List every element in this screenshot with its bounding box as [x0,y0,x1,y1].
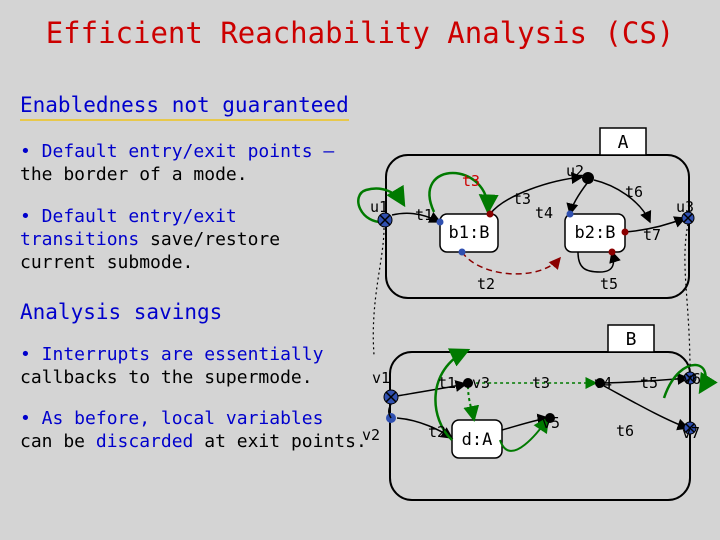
label-a-t7: t7 [643,226,661,244]
transition-b-green-arc-right [499,416,550,452]
label-a-t5: t5 [600,275,618,293]
bullet-interrupts: • Interrupts are essentially callbacks t… [20,344,324,388]
point-v6-label: v6 [683,370,701,388]
label-a-t2: t2 [477,275,495,293]
point-v7 [683,421,697,435]
bullet-local-variables: • As before, local variables can be disc… [20,408,367,452]
point-v5-label: v5 [542,414,560,432]
point-u1 [377,212,393,228]
link-u1-to-b-left [372,227,385,356]
port-b2-right [621,228,629,236]
label-a-t1: t1 [415,206,433,224]
point-u2-label: u2 [566,162,584,180]
section-heading-enabledness: Enabledness not guaranteed [20,93,349,121]
submode-b2-label: b2:B [575,223,616,243]
transition-a-t2 [461,251,561,275]
label-b-t6: t6 [616,422,634,440]
port-b2-bottom [608,248,616,256]
mode-b-label: B [626,329,637,350]
point-v4 [595,378,605,388]
label-b-t1: t1 [438,374,456,392]
point-v3 [463,378,473,388]
mode-b: B d:A v1 v2 v3 v4 v5 [362,324,718,501]
submode-d-label: d:A [462,430,493,450]
point-u2 [582,172,594,184]
point-u1-label: u1 [370,198,388,216]
label-b-t2: t2 [428,423,446,441]
label-b-t3: t3 [532,374,550,392]
transition-a-t4 [566,181,589,216]
transition-b-v3-d [463,385,480,422]
point-v1 [383,389,399,405]
transition-b-v6-loop [662,363,718,399]
label-a-t6: t6 [625,183,643,201]
transition-a-t5 [577,250,621,273]
transition-b-t1 [396,380,468,397]
label-a-t9: t3 [462,172,480,190]
transition-a-t9 [428,171,499,215]
transition-b-t6 [603,385,690,431]
point-u3-label: u3 [676,198,694,216]
mode-b-tab [607,324,655,353]
submode-b1-label: b1:B [449,223,490,243]
transition-a-u1-loop [357,184,406,224]
point-v3-label: v3 [472,374,490,392]
point-v4-label: v4 [594,374,612,392]
port-b1-right [486,210,494,218]
label-a-t4: t4 [535,204,553,222]
bullet-default-transitions: • Default entry/exit transitions save/re… [20,206,281,273]
port-b1-bottom [458,248,466,256]
transition-b-green-arc-left [434,348,471,441]
label-a-t3: t3 [513,190,531,208]
mode-a-tab [599,127,647,156]
port-b1-left [436,218,444,226]
link-u3-to-v6 [684,223,691,373]
link-v1-to-v2 [388,403,392,419]
point-v2-label: v2 [362,426,380,444]
submode-b1-box [439,213,499,253]
transition-a-t6 [593,179,652,224]
transition-a-t1 [391,211,442,223]
mode-a-label: A [618,132,629,153]
slide-title: Efficient Reachability Analysis (CS) [45,16,675,50]
label-b-t5: t5 [640,374,658,392]
point-v5 [545,413,555,423]
section-heading-savings: Analysis savings [20,300,223,324]
transition-b-t5 [603,372,690,385]
point-v6 [683,371,697,385]
transition-a-t7 [624,216,687,233]
port-b2-left [566,210,574,218]
point-v7-label: v7 [682,424,700,442]
point-v1-label: v1 [372,369,390,387]
mode-a: A b1:B b2:B u1 u2 u3 [357,127,695,299]
bullet-default-entry-points: • Default entry/exit points – the border… [20,141,335,185]
